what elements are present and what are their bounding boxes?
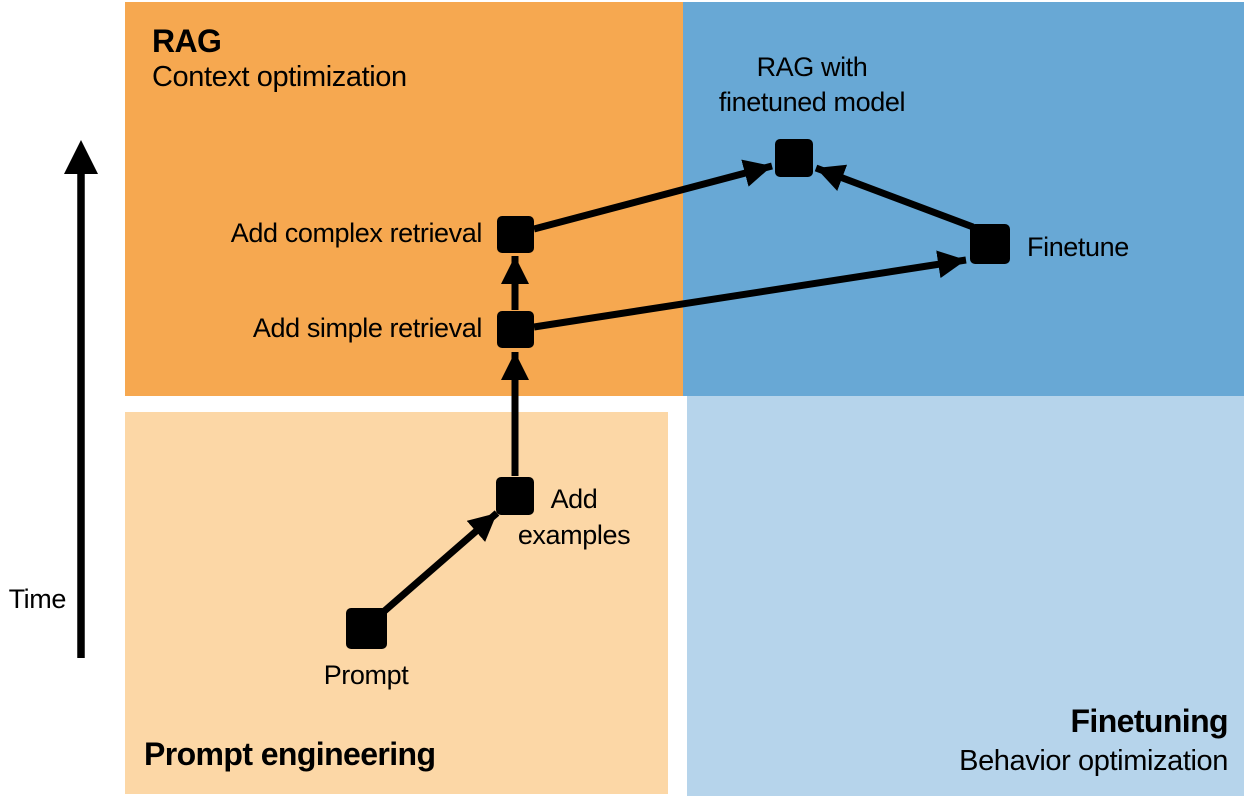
node-add-examples: [496, 477, 534, 515]
quadrant-finetuning: [687, 396, 1244, 796]
quadrant-rag: [125, 2, 683, 396]
finetuning-title: Finetuning: [1070, 703, 1228, 739]
add-simple-retrieval-label: Add simple retrieval: [252, 313, 483, 343]
rag-with-finetuned-model-label: RAG with finetuned model: [718, 52, 906, 118]
add-complex-retrieval-label: Add complex retrieval: [230, 218, 483, 248]
node-rag-with-finetuned-model: [775, 139, 813, 177]
time-axis-arrow: [64, 140, 98, 658]
rag-quadrant-subtitle: Context optimization: [152, 61, 407, 93]
edge-prompt-to-add-examples: [378, 510, 500, 617]
rag-quadrant-title: RAG: [152, 23, 222, 59]
finetune-label: Finetune: [1027, 232, 1129, 262]
node-add-simple-retrieval: [497, 311, 534, 348]
add-examples-label: Add examples: [517, 484, 631, 551]
node-finetune: [970, 224, 1010, 264]
finetuning-subtitle: Behavior optimization: [959, 745, 1228, 777]
edge-add-complex-to-rag-finetuned: [533, 159, 773, 233]
time-axis-label: Time: [8, 584, 67, 614]
quadrant-rag-finetuned: [683, 2, 1244, 396]
prompt-label: Prompt: [323, 660, 409, 690]
node-add-complex-retrieval: [497, 216, 534, 253]
prompt-engineering-title: Prompt engineering: [144, 736, 436, 772]
node-prompt: [346, 608, 387, 649]
edge-add-simple-to-finetune: [533, 250, 967, 331]
edge-finetune-to-rag-finetuned: [814, 164, 975, 231]
